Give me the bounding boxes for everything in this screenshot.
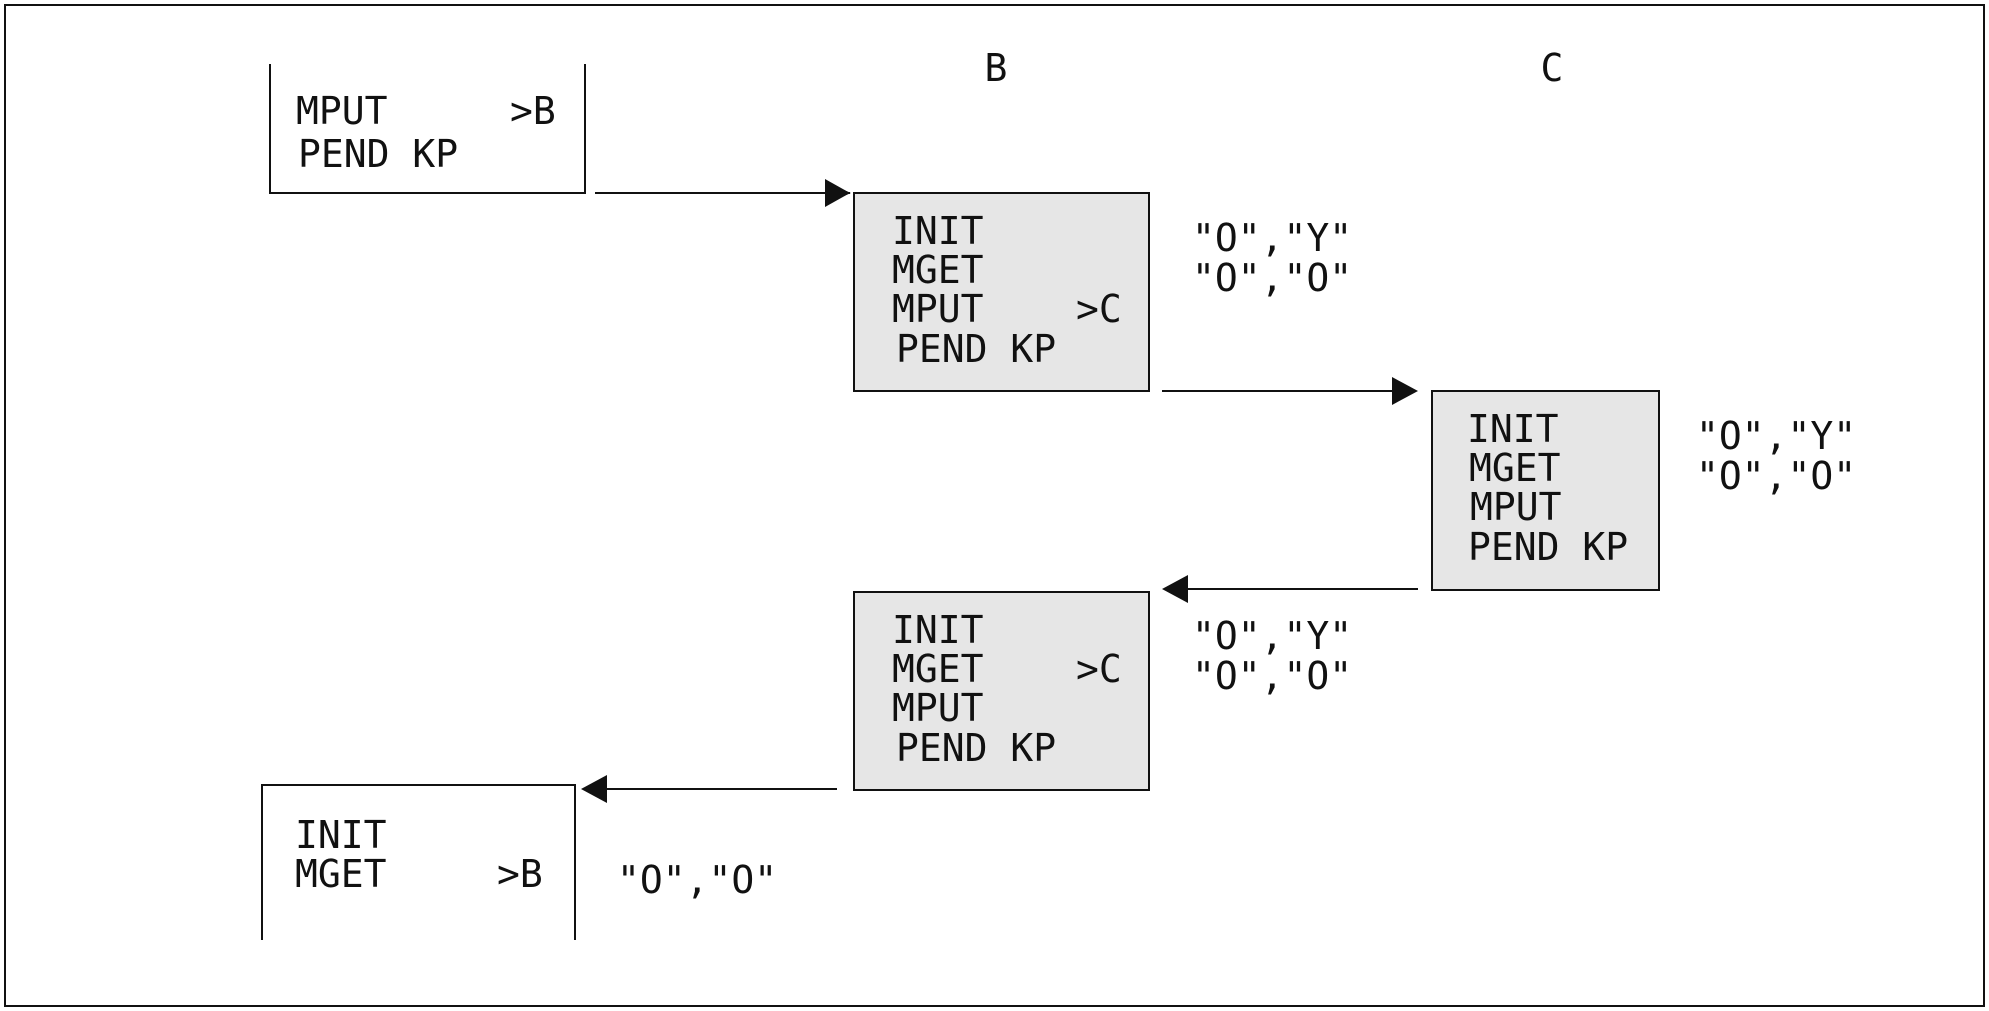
status-values: "O","Y"	[1192, 614, 1352, 658]
box-line: PEND KP	[896, 327, 1056, 371]
status-values: "O","O"	[1696, 454, 1856, 498]
outer-frame	[4, 4, 1985, 1007]
box-line: MGET	[1469, 446, 1561, 490]
column-label-c: C	[1541, 46, 1564, 90]
box-line: INIT	[892, 209, 984, 253]
box-line: INIT	[892, 608, 984, 652]
box-line: PEND KP	[896, 726, 1056, 770]
box-line: MPUT	[1470, 485, 1562, 529]
arrowhead-icon	[1162, 575, 1188, 603]
program-b-return-box: INIT MGET >C MPUT PEND KP	[853, 591, 1150, 791]
program-b-box: INIT MGET MPUT >C PEND KP	[853, 192, 1150, 392]
box-target: >B	[497, 852, 543, 896]
arrowhead-icon	[581, 775, 607, 803]
box-target: >B	[510, 89, 556, 133]
box-line: MGET	[892, 248, 984, 292]
box-line: INIT	[1467, 407, 1559, 451]
column-label-b: B	[985, 46, 1008, 90]
status-values: "O","Y"	[1696, 414, 1856, 458]
box-line: INIT	[295, 813, 387, 857]
box-line: PEND KP	[1468, 525, 1628, 569]
program-c-box: INIT MGET MPUT PEND KP	[1431, 390, 1660, 591]
arrowhead-icon	[825, 179, 850, 207]
arrowhead-icon	[1392, 377, 1418, 405]
box-line: MPUT	[892, 686, 984, 730]
status-values: "O","O"	[1192, 654, 1352, 698]
box-line: MPUT	[892, 287, 984, 331]
status-values: "O","O"	[617, 858, 777, 902]
box-line: MGET	[892, 647, 984, 691]
program-a-send-box: MPUT >B PEND KP	[269, 64, 586, 194]
box-target: >C	[1076, 647, 1122, 691]
status-values: "O","O"	[1192, 256, 1352, 300]
box-line: PEND KP	[298, 132, 458, 176]
box-line: MPUT	[296, 89, 388, 133]
program-a-receive-box: INIT MGET >B	[261, 784, 576, 940]
status-values: "O","Y"	[1192, 216, 1352, 260]
box-line: MGET	[295, 852, 387, 896]
box-target: >C	[1076, 287, 1122, 331]
